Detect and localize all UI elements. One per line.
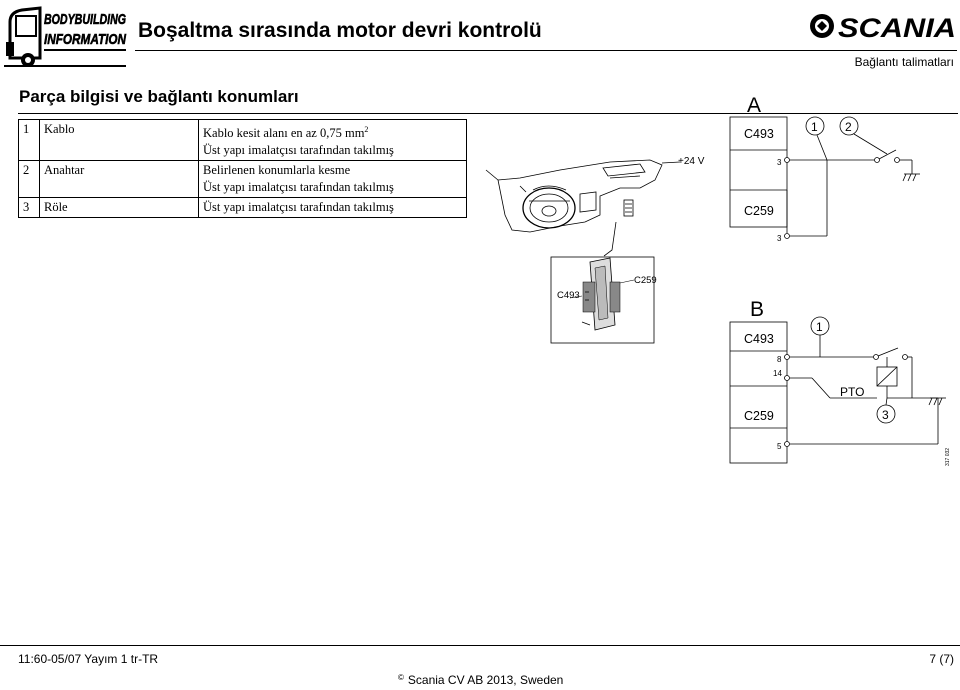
connector-label-c259: C259 (634, 275, 657, 286)
circuit-a-connector-c493: C493 (744, 127, 774, 141)
circuit-b-pin-8: 8 (777, 355, 782, 364)
circuit-b-pin-5: 5 (777, 442, 782, 451)
parts-table: 1 Kablo Kablo kesit alanı en az 0,75 mm2… (18, 118, 467, 219)
document-title: Boşaltma sırasında motor devri kontrolü (138, 19, 542, 42)
page-number: 7 (7) (929, 652, 954, 666)
circuit-b (729, 316, 946, 464)
document-subtitle: Bağlantı talimatları (854, 55, 954, 69)
circuit-b-callout-3: 3 (882, 408, 889, 422)
scania-logo: SCANIA (810, 13, 956, 42)
table-row: 1 Kablo Kablo kesit alanı en az 0,75 mm2… (18, 118, 467, 162)
figure-number: 317 032 (945, 448, 951, 466)
header-divider (135, 50, 957, 51)
voltage-label: +24 V (678, 156, 705, 167)
circuit-b-connector-c493: C493 (744, 332, 774, 346)
footer-divider (0, 645, 960, 646)
circuit-b-pin-14: 14 (773, 369, 782, 378)
circuit-a-callout-2: 2 (845, 120, 852, 134)
superscript: 2 (364, 125, 369, 134)
description-line: Üst yapı imalatçısı tarafından takılmış (203, 180, 394, 195)
part-description: Kablo kesit alanı en az 0,75 mm2 Üst yap… (198, 118, 467, 162)
circuit-a-pin-bottom: 3 (777, 234, 782, 243)
document-info: 11:60-05/07 Yayım 1 tr-TR (18, 652, 159, 666)
callout-pointer (603, 221, 617, 257)
scania-wordmark: SCANIA (838, 13, 956, 42)
copyright-symbol: © (398, 673, 404, 682)
logo-line-1: BODYBUILDING (44, 12, 126, 28)
copyright-notice: ©Scania CV AB 2013, Sweden (398, 673, 563, 687)
section-divider (18, 113, 958, 114)
part-name: Anahtar (39, 160, 199, 199)
circuit-a-title: A (747, 94, 761, 117)
section-heading: Parça bilgisi ve bağlantı konumları (19, 87, 299, 106)
circuit-b-connector-c259: C259 (744, 409, 774, 423)
part-description: Üst yapı imalatçısı tarafından takılmış (198, 197, 467, 219)
table-row: 3 Röle Üst yapı imalatçısı tarafından ta… (18, 197, 467, 219)
description-line: Kablo kesit alanı en az 0,75 mm (203, 126, 365, 141)
connector-detail-box (550, 256, 655, 344)
part-name: Kablo (39, 118, 199, 162)
dashboard-illustration (485, 159, 681, 233)
bodybuilding-information-logo: BODYBUILDING INFORMATION (4, 6, 127, 67)
part-description: Belirlenen konumlarla kesme Üst yapı ima… (198, 160, 467, 199)
copyright-text: Scania CV AB 2013, Sweden (407, 673, 564, 687)
logo-line-2: INFORMATION (44, 32, 126, 48)
connector-label-c493: C493 (557, 290, 580, 301)
circuit-b-title: B (750, 298, 764, 321)
circuit-a (729, 116, 920, 239)
description-line: Üst yapı imalatçısı tarafından takılmış (203, 143, 394, 158)
circuit-a-callout-1: 1 (811, 120, 818, 134)
circuit-a-connector-c259: C259 (744, 204, 774, 218)
description-line: Üst yapı imalatçısı tarafından takılmış (203, 200, 394, 215)
table-row: 2 Anahtar Belirlenen konumlarla kesme Üs… (18, 160, 467, 199)
circuit-b-callout-1: 1 (816, 320, 823, 334)
circuit-a-pin-top: 3 (777, 158, 782, 167)
description-line: Belirlenen konumlarla kesme (203, 163, 351, 178)
pto-relay-label: PTO (840, 385, 864, 399)
